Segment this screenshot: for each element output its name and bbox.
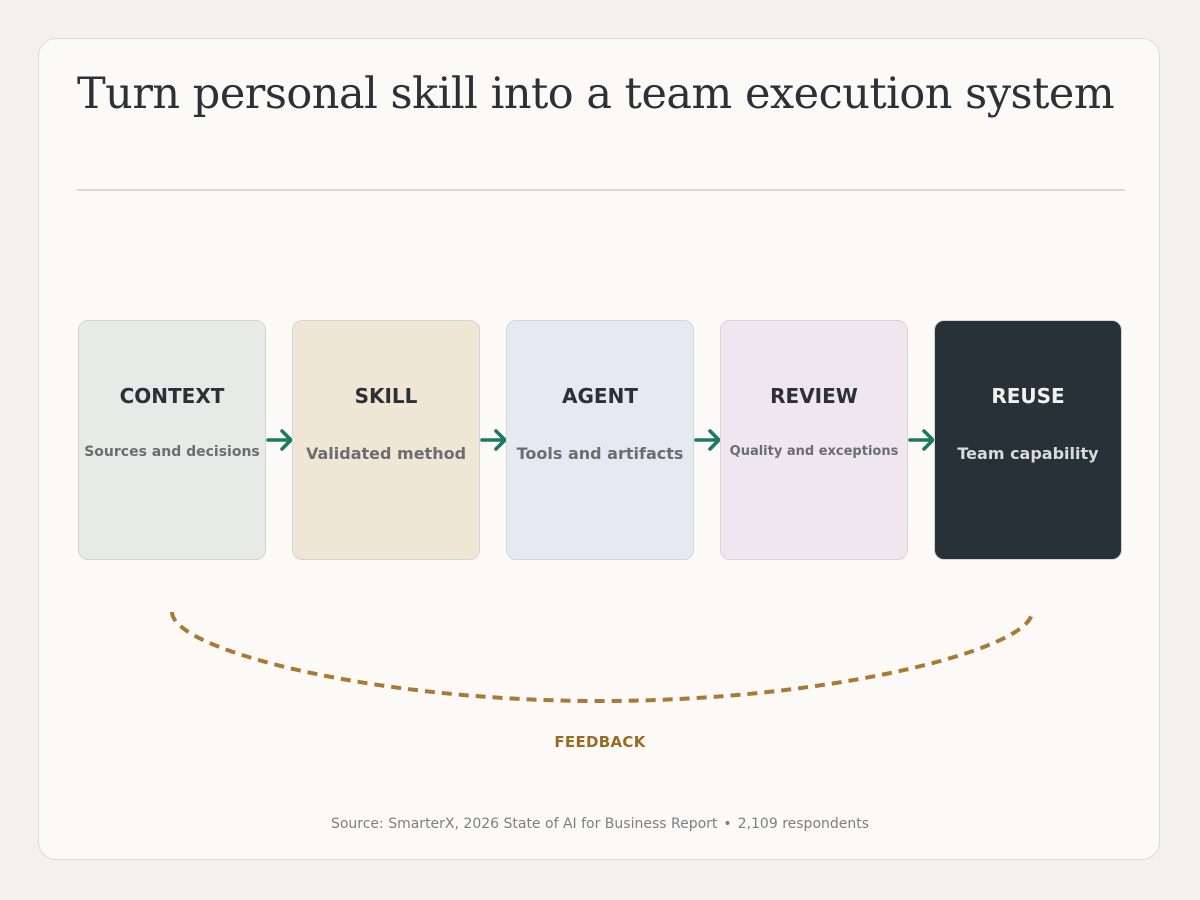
- flow-arrow-icon: [480, 429, 507, 451]
- respondent-count: 2,109 respondents: [737, 816, 870, 832]
- step-title: SKILL: [354, 384, 418, 408]
- source-text: Source: SmarterX, 2026 State of AI for B…: [330, 816, 718, 832]
- page-title: Turn personal skill into a team executio…: [77, 69, 1115, 119]
- flow-arrow-icon: [908, 429, 935, 451]
- step-description: Tools and artifacts: [516, 444, 684, 463]
- feedback-label: FEEDBACK: [554, 733, 646, 751]
- diagram-card: Turn personal skill into a team executio…: [38, 38, 1160, 860]
- step-description: Validated method: [305, 444, 467, 463]
- flow-arrow-icon: [266, 429, 293, 451]
- source-footnote: Source: SmarterX, 2026 State of AI for B…: [39, 816, 1161, 832]
- step-description: Sources and decisions: [84, 444, 260, 460]
- step-reuse: REUSE Team capability: [934, 320, 1122, 560]
- step-context: CONTEXT Sources and decisions: [78, 320, 266, 560]
- step-agent: AGENT Tools and artifacts: [506, 320, 694, 560]
- step-title: CONTEXT: [119, 384, 225, 408]
- separator-dot: •: [723, 816, 732, 832]
- step-title: REUSE: [991, 384, 1065, 408]
- step-description: Team capability: [957, 444, 1099, 463]
- step-description: Quality and exceptions: [729, 444, 899, 459]
- step-title: REVIEW: [770, 384, 858, 408]
- flow-arrow-icon: [694, 429, 721, 451]
- step-title: AGENT: [562, 384, 638, 408]
- step-skill: SKILL Validated method: [292, 320, 480, 560]
- title-divider: [77, 189, 1125, 191]
- step-review: REVIEW Quality and exceptions: [720, 320, 908, 560]
